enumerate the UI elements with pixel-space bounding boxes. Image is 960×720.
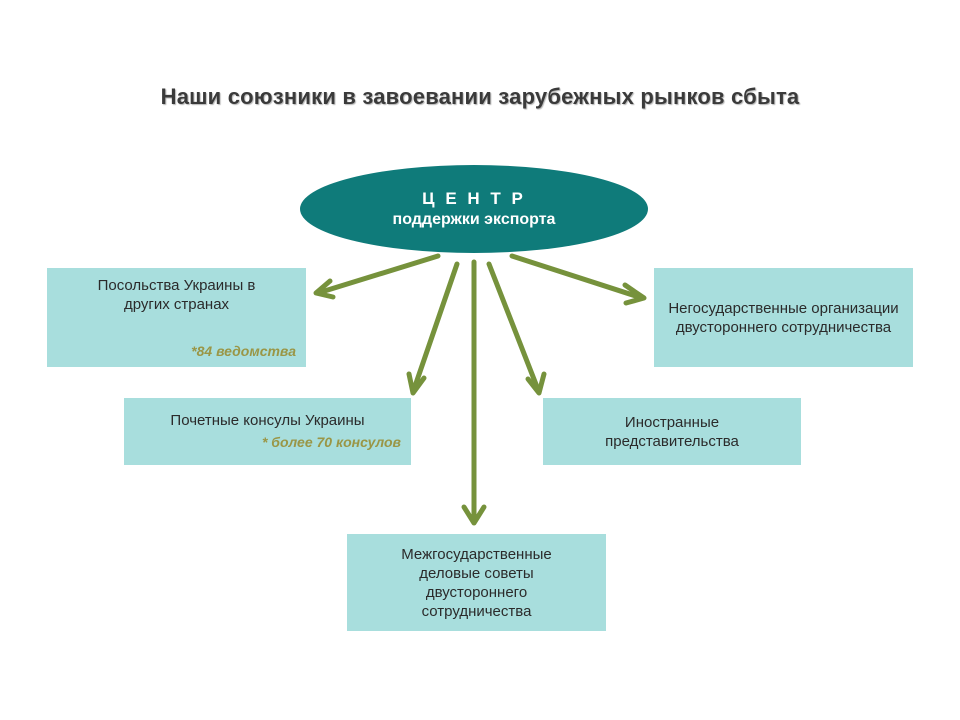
node-councils: Межгосударственные деловые советы двусто… xyxy=(347,534,606,631)
arrowhead-embassies xyxy=(313,278,336,300)
center-subtitle: поддержки экспорта xyxy=(392,210,556,228)
arrow-to-foreign xyxy=(486,261,542,395)
arrowhead-foreign xyxy=(525,371,547,396)
node-ngo: Негосударственные организации двусторонн… xyxy=(654,268,913,367)
arrowhead-ngo xyxy=(622,282,647,306)
center-ellipse xyxy=(300,165,648,253)
node-embassies-note: *84 ведомства xyxy=(191,343,296,359)
diagram-title: Наши союзники в завоевании зарубежных ры… xyxy=(160,84,800,109)
arrowhead-consuls xyxy=(406,371,427,396)
node-ngo-label: Негосударственные организации двусторонн… xyxy=(668,299,899,336)
arrow-to-embassies xyxy=(315,253,441,296)
node-foreign: Иностранные представительства xyxy=(543,398,801,465)
center-node: Ц Е Н Т Р поддержки экспорта xyxy=(300,165,648,253)
node-foreign-label: Иностранные представительства xyxy=(605,413,739,450)
node-consuls-note: * более 70 консулов xyxy=(261,434,401,450)
center-title: Ц Е Н Т Р xyxy=(422,188,526,208)
arrowhead-councils xyxy=(461,504,487,526)
arrow-to-consuls xyxy=(410,261,460,395)
arrow-to-ngo xyxy=(509,253,645,301)
node-embassies: Посольства Украины в других странах *84 … xyxy=(47,268,306,367)
node-councils-label: Межгосударственные деловые советы двусто… xyxy=(401,545,552,620)
node-consuls-label: Почетные консулы Украины xyxy=(170,412,365,429)
node-embassies-label: Посольства Украины в других странах xyxy=(97,277,256,313)
node-consuls: Почетные консулы Украины * более 70 конс… xyxy=(124,398,411,465)
